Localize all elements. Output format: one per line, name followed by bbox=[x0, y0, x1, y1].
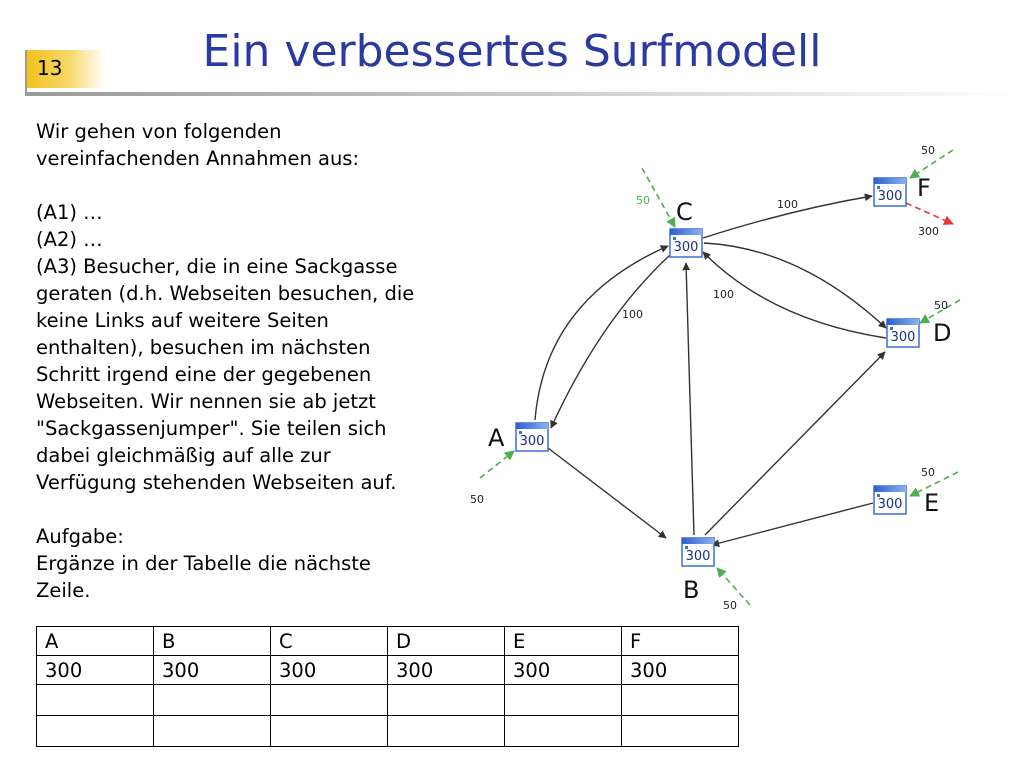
assumption-line: dabei gleichmäßig auf alle zur bbox=[36, 444, 331, 467]
edge-label-in-c: 50 bbox=[636, 194, 650, 207]
table-cell[interactable] bbox=[153, 684, 271, 716]
task-line: Zeile. bbox=[36, 579, 91, 602]
table-cell: 300 bbox=[270, 655, 388, 685]
link-c-d bbox=[703, 242, 887, 329]
table-cell[interactable] bbox=[270, 715, 388, 747]
table-cell[interactable] bbox=[621, 684, 739, 716]
table-cell[interactable] bbox=[621, 715, 739, 747]
table-cell[interactable] bbox=[36, 715, 154, 747]
page-node-d-value: 300 bbox=[891, 330, 916, 345]
incoming-c bbox=[641, 167, 676, 228]
table-header-cell: E bbox=[504, 626, 622, 656]
assumption-line: (A2) … bbox=[36, 228, 103, 251]
slide-title: Ein verbessertes Surfmodell bbox=[202, 26, 822, 77]
slide-number: 13 bbox=[37, 56, 63, 80]
task-line: Ergänze in der Tabelle die nächste bbox=[36, 552, 371, 575]
table-cell[interactable] bbox=[153, 715, 271, 747]
assumption-line: "Sackgassenjumper". Sie teilen sich bbox=[36, 417, 387, 440]
assumption-line: Schritt irgend eine der gegebenen bbox=[36, 363, 372, 386]
edge-label-out-f: 300 bbox=[918, 225, 939, 238]
title-vertical-rule bbox=[25, 50, 27, 96]
table-cell[interactable] bbox=[387, 684, 505, 716]
link-b-d bbox=[704, 351, 886, 536]
incoming-f bbox=[909, 149, 954, 179]
table-cell[interactable] bbox=[504, 684, 622, 716]
edge-label-c-d: 100 bbox=[713, 288, 734, 301]
table-row bbox=[36, 715, 739, 747]
table-cell: 300 bbox=[621, 655, 739, 685]
table-header-cell: C bbox=[270, 626, 388, 656]
table-cell[interactable] bbox=[387, 715, 505, 747]
table-cell[interactable] bbox=[36, 684, 154, 716]
assumption-line: Webseiten. Wir nennen sie ab jetzt bbox=[36, 390, 376, 413]
table-cell[interactable] bbox=[504, 715, 622, 747]
table-header-cell: D bbox=[387, 626, 505, 656]
intro-line: vereinfachenden Annahmen aus: bbox=[36, 147, 360, 170]
table-cell: 300 bbox=[36, 655, 154, 685]
assumption-line: Verfügung stehenden Webseiten auf. bbox=[36, 471, 397, 494]
page-node-a-value: 300 bbox=[520, 434, 545, 449]
assumption-line: keine Links auf weitere Seiten bbox=[36, 309, 329, 332]
page-node-f-value: 300 bbox=[878, 189, 903, 204]
table-header-cell: F bbox=[621, 626, 739, 656]
page-node-d: 300 bbox=[886, 318, 920, 348]
table-row bbox=[36, 684, 739, 716]
table-header-cell: A bbox=[36, 626, 154, 656]
link-e-b bbox=[711, 502, 874, 548]
link-a-b bbox=[547, 447, 667, 539]
table-header-cell: B bbox=[153, 626, 271, 656]
page-node-a: 300 bbox=[515, 422, 549, 452]
link-c-f bbox=[702, 193, 873, 239]
page-node-b-value: 300 bbox=[686, 549, 711, 564]
incoming-a bbox=[479, 450, 515, 479]
page-node-f: 300 bbox=[873, 177, 907, 207]
edge-label-c-f: 100 bbox=[777, 198, 798, 211]
table-cell: 300 bbox=[153, 655, 271, 685]
page-node-c-value: 300 bbox=[674, 240, 699, 255]
edge-label-in-e: 50 bbox=[921, 466, 935, 479]
page-node-c: 300 bbox=[669, 228, 703, 258]
visitor-table: A B C D E F 300 300 300 300 300 300 bbox=[36, 626, 739, 747]
edge-label-in-d: 50 bbox=[934, 299, 948, 312]
incoming-b bbox=[716, 567, 751, 606]
assumption-line: (A3) Besucher, die in eine Sackgasse bbox=[36, 255, 398, 278]
edge-label-in-b: 50 bbox=[723, 599, 737, 612]
link-d-c bbox=[702, 251, 887, 339]
incoming-d bbox=[919, 299, 961, 324]
incoming-e bbox=[909, 471, 959, 497]
edge-label-in-a: 50 bbox=[470, 493, 484, 506]
node-label-e: E bbox=[924, 489, 939, 517]
task-heading: Aufgabe: bbox=[36, 525, 124, 548]
node-label-c: C bbox=[676, 198, 693, 226]
slide-body-text: Wir gehen von folgenden vereinfachenden … bbox=[36, 118, 436, 604]
table-cell: 300 bbox=[504, 655, 622, 685]
edge-label-in-f: 50 bbox=[921, 144, 935, 157]
link-a-c bbox=[534, 245, 669, 421]
table-header-row: A B C D E F bbox=[36, 626, 739, 656]
edge-label-c-a: 100 bbox=[622, 308, 643, 321]
page-node-e: 300 bbox=[873, 485, 907, 515]
assumption-line: geraten (d.h. Webseiten besuchen, die bbox=[36, 282, 415, 305]
node-label-a: A bbox=[488, 424, 505, 452]
table-row: 300 300 300 300 300 300 bbox=[36, 655, 739, 685]
table-cell: 300 bbox=[387, 655, 505, 685]
title-underline bbox=[25, 92, 1020, 96]
intro-line: Wir gehen von folgenden bbox=[36, 120, 282, 143]
outgoing-f bbox=[905, 202, 954, 225]
assumption-line: (A1) … bbox=[36, 201, 103, 224]
node-label-d: D bbox=[933, 319, 951, 347]
link-c-a bbox=[550, 254, 671, 429]
page-node-e-value: 300 bbox=[878, 497, 903, 512]
link-b-c bbox=[682, 262, 695, 536]
slide-number-badge: 13 bbox=[25, 50, 105, 88]
node-label-f: F bbox=[917, 174, 931, 202]
assumption-line: enthalten), besuchen im nächsten bbox=[36, 336, 371, 359]
node-label-b: B bbox=[683, 576, 699, 604]
page-node-b: 300 bbox=[681, 537, 715, 567]
table-cell[interactable] bbox=[270, 684, 388, 716]
